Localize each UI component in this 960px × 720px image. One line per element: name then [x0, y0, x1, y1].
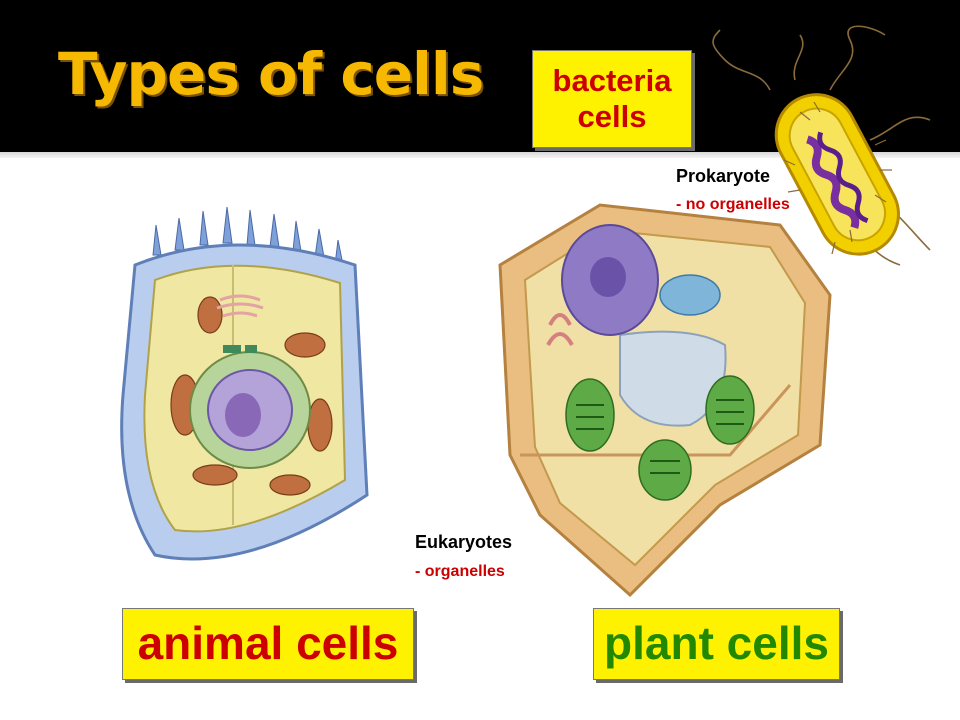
eukaryotes-title: Eukaryotes — [415, 532, 513, 552]
prokaryote-note: - no organelles — [676, 196, 790, 213]
slide-title: Types of cells — [58, 40, 484, 108]
eukaryotes-note: - organelles — [415, 563, 505, 580]
title-bar-divider — [0, 152, 960, 158]
bacteria-label-line-2: cells — [577, 99, 647, 134]
animal-cells-label: animal cells — [122, 608, 414, 680]
bacteria-label-line-1: bacteria — [552, 63, 672, 98]
bacteria-cell-illustration — [712, 25, 931, 266]
plant-cell-illustration — [498, 203, 832, 598]
animal-cell-illustration — [120, 206, 369, 561]
plant-cells-label: plant cells — [593, 608, 840, 680]
prokaryote-title: Prokaryote — [676, 166, 771, 186]
bacteria-cells-label: bacteria cells — [532, 50, 692, 148]
